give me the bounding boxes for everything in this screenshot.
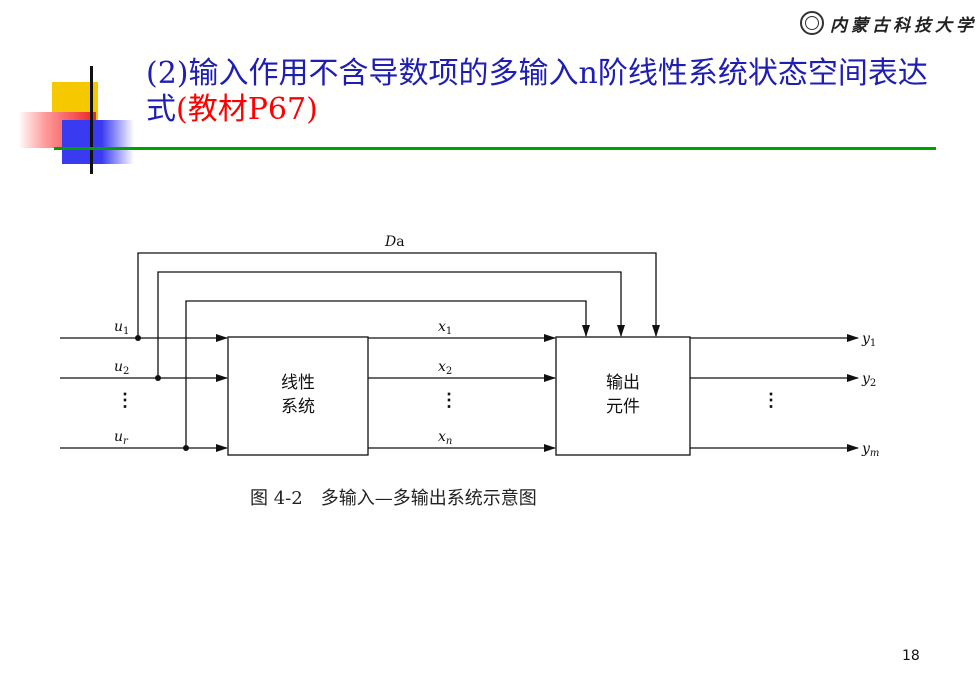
linear-system-label-line2: 系统 [281, 397, 315, 417]
branch-node-2 [155, 375, 161, 381]
output-label-2: y2 [861, 371, 876, 389]
input-ellipsis: ⋮ [116, 390, 134, 411]
branch-node-r [183, 445, 189, 451]
input-label-1: u1 [114, 319, 129, 337]
university-seal-icon [800, 11, 824, 35]
university-name: 内蒙古科技大学 [830, 15, 977, 36]
feedthrough-path-1 [137, 252, 660, 338]
decor-blue-gradient [62, 120, 134, 164]
state-ellipsis: ⋮ [440, 390, 458, 411]
output-ellipsis: ⋮ [762, 390, 780, 411]
branch-node-1 [135, 335, 141, 341]
input-label-2: u2 [114, 359, 129, 377]
linear-system-label-line1: 线性 [281, 373, 315, 393]
feedthrough-label: Da [384, 234, 405, 250]
output-label-m: ym [861, 441, 879, 459]
output-element-block [555, 336, 691, 456]
state-label-1: x1 [438, 319, 452, 337]
state-label-n: xn [438, 429, 452, 447]
university-logo: 内蒙古科技大学 [800, 8, 977, 38]
slide-title: (2)输入作用不含导数项的多输入n阶线性系统状态空间表达式(教材P67) [146, 56, 946, 128]
slide-title-main: (2)输入作用不含导数项的多输入n阶线性系统状态空间表达式 [146, 56, 928, 127]
figure-caption: 图 4-2 多输入—多输出系统示意图 [250, 488, 537, 509]
output-element-label-line1: 输出 [606, 373, 640, 393]
slide-title-reference: (教材P67) [176, 92, 318, 127]
linear-system-block [227, 336, 369, 456]
output-label-1: y1 [861, 331, 876, 349]
title-underline [54, 147, 936, 150]
state-label-2: x2 [438, 359, 452, 377]
page-number: 18 [902, 648, 920, 664]
input-label-r: ur [114, 429, 129, 447]
feedthrough-path-2 [157, 271, 625, 378]
feedthrough-path-r [185, 300, 590, 448]
output-element-label-line2: 元件 [606, 397, 640, 417]
decor-vertical-line [90, 66, 93, 174]
